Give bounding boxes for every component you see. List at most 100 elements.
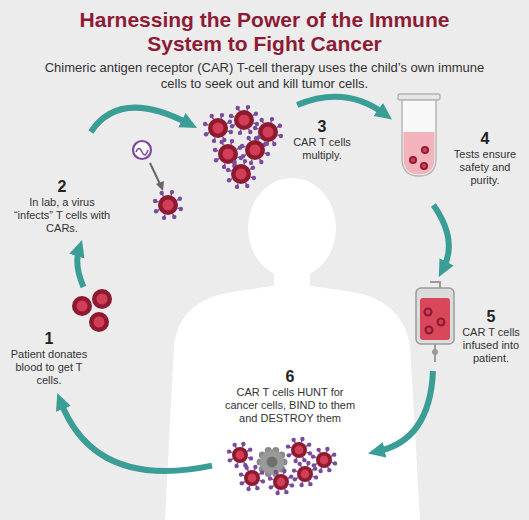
diagram-title: Harnessing the Power of the Immune Syste… bbox=[60, 8, 469, 56]
car-receptor bbox=[287, 453, 291, 457]
car-receptor bbox=[299, 483, 303, 487]
step-number: 3 bbox=[282, 118, 362, 136]
cancer-body bbox=[260, 450, 284, 474]
car-t-cell bbox=[227, 442, 253, 468]
car-receptor bbox=[178, 197, 182, 201]
car-receptor bbox=[260, 118, 264, 122]
car-receptor bbox=[210, 114, 214, 118]
diagram-caption: Chimeric antigen receptor (CAR) T-cell t… bbox=[44, 60, 485, 92]
car-t-cell bbox=[311, 447, 337, 473]
cell-nucleus bbox=[236, 451, 245, 460]
t-cell bbox=[92, 289, 112, 309]
virus bbox=[133, 141, 164, 191]
cell-nucleus bbox=[295, 446, 304, 455]
step-description: CAR T cells infused into patient. bbox=[458, 326, 524, 365]
car-receptor bbox=[240, 144, 244, 148]
car-receptor bbox=[282, 469, 286, 473]
tube-glass bbox=[402, 100, 436, 176]
car-receptor bbox=[238, 131, 242, 135]
cycle-arrow bbox=[61, 402, 212, 471]
cancer-nucleus bbox=[267, 457, 278, 468]
car-receptor bbox=[179, 207, 183, 211]
car-receptor bbox=[286, 444, 290, 448]
car-receptor bbox=[318, 469, 322, 473]
car-t-cell bbox=[153, 190, 183, 220]
car-receptor bbox=[246, 487, 250, 491]
car-receptor bbox=[241, 154, 245, 158]
t-cell bbox=[424, 308, 433, 317]
cell-membrane bbox=[218, 144, 238, 164]
step-number: 4 bbox=[450, 130, 520, 148]
step-node: 1Patient donates blood to get T cells. bbox=[10, 290, 115, 390]
car-receptor bbox=[228, 120, 232, 124]
car-receptor bbox=[278, 124, 282, 128]
step-description: Tests ensure safety and purity. bbox=[450, 148, 520, 187]
car-receptor bbox=[227, 178, 231, 182]
car-receptor bbox=[266, 152, 270, 156]
cell-nucleus bbox=[223, 149, 234, 160]
cell-nucleus bbox=[277, 478, 286, 487]
cell-membrane bbox=[232, 447, 248, 463]
cancer-cell bbox=[257, 447, 288, 477]
cells bbox=[72, 105, 446, 495]
child-head bbox=[248, 178, 336, 278]
car-receptor bbox=[172, 215, 176, 219]
cell-membrane bbox=[420, 162, 428, 170]
car-receptor bbox=[227, 449, 231, 453]
car-receptor bbox=[213, 148, 217, 152]
car-receptor bbox=[228, 458, 232, 462]
cell-membrane bbox=[424, 308, 433, 317]
car-receptor bbox=[230, 124, 234, 128]
cycle-arrow bbox=[297, 97, 384, 114]
cycle-arrow bbox=[91, 108, 188, 132]
car-receptor bbox=[160, 191, 164, 195]
car-receptor bbox=[248, 447, 252, 451]
cell-membrane bbox=[425, 326, 434, 335]
car-receptor bbox=[162, 216, 166, 220]
car-receptor bbox=[265, 142, 269, 146]
cell-nucleus bbox=[320, 456, 329, 465]
test-tube bbox=[398, 94, 440, 176]
car-receptor bbox=[248, 130, 252, 134]
cell-membrane bbox=[437, 318, 446, 327]
car-receptor bbox=[170, 190, 174, 194]
car-receptor bbox=[244, 466, 248, 470]
cell-nucleus bbox=[77, 301, 88, 312]
car-receptor bbox=[292, 468, 296, 472]
car-receptor bbox=[204, 132, 208, 136]
step-node: 6CAR T cells HUNT for cancer cells, BIND… bbox=[215, 368, 365, 490]
child-body bbox=[165, 286, 420, 520]
cell-membrane bbox=[273, 474, 289, 490]
t-cell bbox=[89, 312, 109, 332]
car-t-cell bbox=[292, 461, 318, 487]
cell-membrane bbox=[158, 195, 178, 215]
cell-membrane bbox=[421, 146, 429, 154]
cell-nucleus bbox=[236, 169, 247, 180]
cycle-arrow bbox=[378, 371, 433, 451]
cell-nucleus bbox=[423, 148, 427, 152]
cycle-arrow bbox=[77, 250, 83, 288]
bag-fluid bbox=[420, 298, 450, 340]
car-receptor bbox=[291, 438, 295, 442]
car-receptor bbox=[253, 126, 257, 130]
cell-nucleus bbox=[248, 474, 257, 483]
car-receptor bbox=[261, 479, 265, 483]
car-t-cell bbox=[226, 159, 256, 189]
step-text: 4Tests ensure safety and purity. bbox=[450, 130, 520, 187]
cell-membrane bbox=[291, 442, 307, 458]
car-receptor bbox=[307, 442, 311, 446]
car-receptor bbox=[254, 112, 258, 116]
step-node: 5CAR T cells infused into patient. bbox=[410, 280, 525, 368]
car-t-cell bbox=[229, 105, 259, 135]
cell-membrane bbox=[208, 118, 228, 138]
car-receptor bbox=[275, 491, 279, 495]
cell-nucleus bbox=[439, 320, 444, 325]
cell-nucleus bbox=[411, 158, 415, 162]
step-text: 6CAR T cells HUNT for cancer cells, BIND… bbox=[220, 368, 360, 425]
step-text: 3CAR T cells multiply. bbox=[282, 118, 362, 162]
cell-nucleus bbox=[94, 317, 105, 328]
car-receptor bbox=[232, 443, 236, 447]
cell-membrane bbox=[92, 289, 112, 309]
step-description: CAR T cells multiply. bbox=[282, 136, 362, 162]
